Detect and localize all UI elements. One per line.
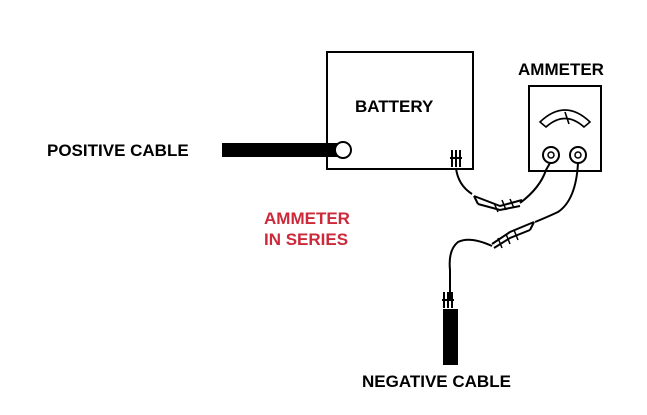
ammeter-needle	[564, 111, 570, 125]
ammeter-label: AMMETER	[518, 60, 604, 79]
battery-label: BATTERY	[355, 97, 434, 116]
series-note: AMMETER IN SERIES	[264, 208, 350, 250]
negative-cable-label: NEGATIVE CABLE	[362, 372, 511, 391]
lead-battery-to-ammeter	[455, 162, 551, 213]
positive-cable	[222, 141, 352, 159]
series-note-line-2: IN SERIES	[264, 230, 349, 249]
battery-negative-terminal	[450, 150, 462, 167]
positive-cable-label: POSITIVE CABLE	[47, 141, 189, 160]
ammeter-dial	[538, 109, 592, 129]
ammeter-meter	[528, 85, 602, 172]
negative-cable	[442, 292, 458, 365]
lead-ammeter-to-cable	[448, 162, 579, 300]
series-note-line-1: AMMETER	[264, 209, 350, 228]
